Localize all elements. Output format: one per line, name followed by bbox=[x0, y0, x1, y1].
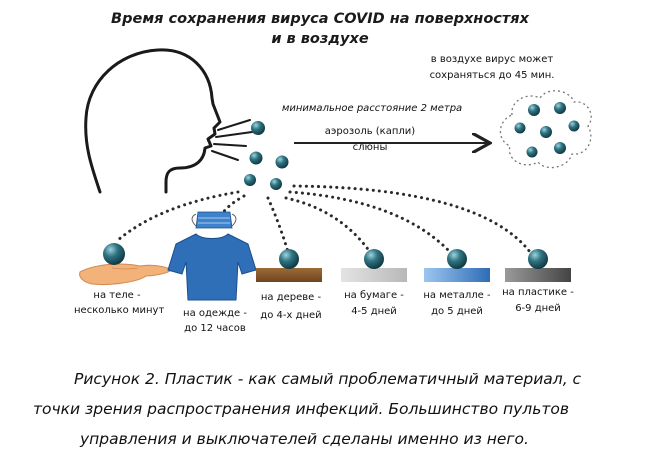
path-to-paper bbox=[284, 196, 372, 254]
hand-icon bbox=[79, 263, 173, 285]
path-to-metal bbox=[288, 190, 452, 254]
droplet-on-wood bbox=[279, 249, 299, 269]
surface-label-body-line1: на теле - bbox=[93, 290, 141, 301]
surface-label-plastic-line1: на пластике - bbox=[502, 287, 574, 298]
surface-label-clothes-line1: на одежде - bbox=[183, 308, 247, 319]
droplet-on-metal bbox=[447, 249, 467, 269]
shirt-icon bbox=[167, 233, 257, 301]
droplet bbox=[270, 178, 282, 190]
droplet bbox=[554, 102, 566, 114]
droplet bbox=[528, 104, 540, 116]
figure-caption-line2: точки зрения распространения инфекций. Б… bbox=[33, 400, 569, 418]
droplet bbox=[554, 142, 566, 154]
droplet bbox=[568, 120, 580, 132]
diagram-title-line1: Время сохранения вируса COVID на поверхн… bbox=[111, 11, 529, 27]
droplet bbox=[249, 151, 263, 165]
surface-label-plastic-line2: 6-9 дней bbox=[515, 303, 561, 314]
paper-surface bbox=[341, 268, 407, 282]
air-cloud bbox=[499, 90, 592, 169]
plastic-surface bbox=[505, 268, 571, 282]
droplet bbox=[275, 155, 289, 169]
wood-surface bbox=[256, 268, 322, 282]
aerosol-label-line1: аэрозоль (капли) bbox=[324, 126, 416, 137]
droplet-on-paper bbox=[364, 249, 384, 269]
droplet bbox=[540, 126, 552, 138]
air-label-line2: сохраняться до 45 мин. bbox=[429, 70, 555, 81]
head-silhouette-icon bbox=[84, 48, 222, 194]
aerosol-droplets bbox=[244, 121, 289, 190]
surface-label-paper-line2: 4-5 дней bbox=[351, 306, 397, 317]
mask-icon bbox=[191, 211, 237, 229]
surface-label-wood-line1: на дереве - bbox=[260, 292, 322, 303]
path-to-body bbox=[116, 190, 240, 242]
air-droplets bbox=[514, 102, 580, 158]
figure-caption-line1: Рисунок 2. Пластик - как самый проблемат… bbox=[74, 370, 582, 388]
droplet-on-body bbox=[103, 243, 125, 265]
surface-label-paper-line1: на бумаге - bbox=[344, 290, 404, 301]
exhale-lines bbox=[211, 119, 253, 161]
surface-label-body-line2: несколько минут bbox=[74, 305, 165, 316]
droplet bbox=[244, 174, 256, 186]
path-to-clothes bbox=[220, 194, 246, 216]
path-to-plastic bbox=[292, 184, 532, 254]
aerosol-label-line2: слюны bbox=[352, 142, 388, 153]
droplet bbox=[251, 121, 265, 135]
air-label-line1: в воздухе вирус может bbox=[430, 54, 554, 65]
droplet bbox=[514, 122, 526, 134]
path-to-wood bbox=[266, 196, 290, 254]
spread-paths bbox=[116, 184, 532, 254]
figure-caption-line3: управления и выключателей сделаны именно… bbox=[80, 430, 529, 448]
surface-label-metal-line1: на металле - bbox=[423, 290, 491, 301]
droplet bbox=[526, 146, 538, 158]
distance-label: минимальное расстояние 2 метра bbox=[281, 103, 463, 114]
metal-surface bbox=[424, 268, 490, 282]
surface-label-wood-line2: до 4-х дней bbox=[260, 310, 322, 321]
droplet-on-plastic bbox=[528, 249, 548, 269]
surface-label-clothes-line2: до 12 часов bbox=[184, 323, 246, 334]
surface-label-metal-line2: до 5 дней bbox=[431, 306, 483, 317]
diagram-title-line2: и в воздухе bbox=[271, 31, 369, 47]
